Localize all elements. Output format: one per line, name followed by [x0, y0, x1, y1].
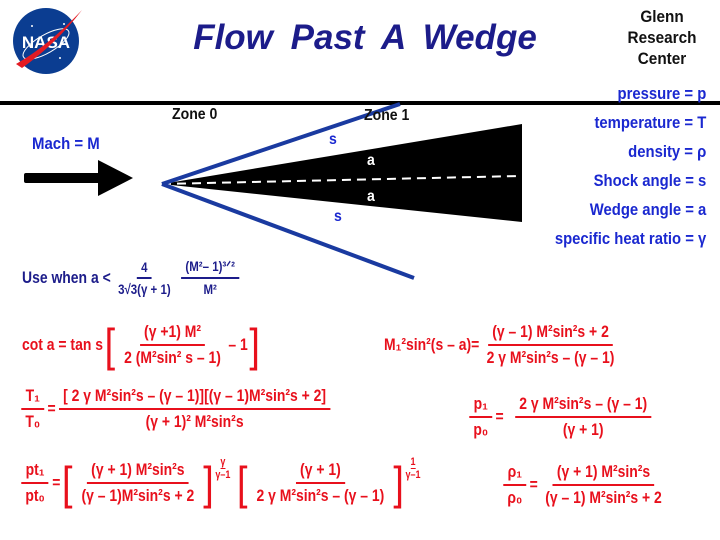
numerator: 4	[137, 259, 152, 279]
numerator: 1	[410, 456, 416, 469]
denominator: 3√3(γ + 1)	[118, 280, 171, 297]
denominator: p₀	[473, 420, 489, 439]
numerator: pt₁	[21, 460, 49, 484]
denominator: 2 γ M²sin²s – (γ – 1)	[486, 348, 615, 367]
numerator: (γ +1) M²	[139, 322, 206, 346]
org-line: Center	[637, 49, 687, 68]
formula-downstream-mach: M₁²sin²(s – a)= (γ – 1) M²sin²s + 2 2 γ M…	[384, 322, 622, 368]
flow-arrow-icon	[24, 160, 133, 196]
lhs: M₁²sin²(s – a)=	[384, 335, 480, 354]
bracket: ]	[393, 457, 404, 509]
formula-wedge-angle: cot a = tan s [ (γ +1) M² 2 (M²sin² s – 1…	[22, 322, 261, 368]
fraction: 2 γ M²sin²s – (γ – 1) (γ + 1)	[515, 394, 652, 440]
zone-1-label: Zone 1	[364, 107, 410, 124]
upper-shock-angle-label: s	[329, 131, 337, 148]
bracket: [	[104, 319, 116, 371]
bracket: [	[236, 457, 248, 509]
numerator: (γ + 1) M²sin²s	[87, 460, 189, 484]
org-line: Research	[627, 28, 697, 47]
denominator: (γ – 1)M²sin²s + 2	[81, 486, 195, 505]
variable-wedge-angle: Wedge angle = a	[589, 201, 706, 219]
lower-wedge-angle-label: a	[367, 188, 375, 205]
numerator: [ 2 γ M²sin²s – (γ – 1)][(γ – 1)M²sin²s …	[58, 386, 331, 410]
denominator: (γ – 1) M²sin²s + 2	[545, 488, 662, 507]
formula-density-ratio: ρ₁ ρ₀ = (γ + 1) M²sin²s (γ – 1) M²sin²s + …	[500, 462, 669, 508]
fraction: (γ – 1) M²sin²s + 2 2 γ M²sin²s – (γ – 1)	[483, 322, 619, 368]
fraction: (γ + 1) M²sin²s (γ – 1)M²sin²s + 2	[77, 460, 198, 506]
numerator: (γ + 1) M²sin²s	[552, 462, 655, 486]
lower-shock-line	[161, 182, 415, 280]
organization-name: Glenn Research Center	[617, 6, 707, 69]
wedge-diagram	[24, 102, 522, 280]
numerator: 2 γ M²sin²s – (γ – 1)	[515, 394, 652, 418]
lhs-fraction: p₁ p₀	[469, 394, 493, 440]
formula-temperature-ratio: T₁ T₀ = [ 2 γ M²sin²s – (γ – 1)][(γ – 1)M…	[18, 386, 333, 432]
numerator: (M²– 1)³ᐟ²	[181, 258, 240, 279]
variable-specific-heat-ratio: specific heat ratio = γ	[554, 230, 706, 248]
denominator: γ–1	[215, 469, 231, 481]
lhs-fraction: ρ₁ ρ₀	[503, 462, 527, 508]
denominator: M²	[203, 281, 217, 297]
denominator: T₀	[25, 412, 41, 431]
numerator: p₁	[469, 394, 493, 418]
fraction: [ 2 γ M²sin²s – (γ – 1)][(γ – 1)M²sin²s …	[58, 386, 331, 432]
header-divider	[0, 101, 720, 105]
lhs-fraction: pt₁ pt₀	[21, 460, 49, 506]
fraction: (γ + 1) M²sin²s (γ – 1) M²sin²s + 2	[541, 462, 666, 508]
lhs: cot a = tan s	[22, 335, 103, 354]
fraction: (γ + 1) 2 γ M²sin²s – (γ – 1)	[252, 460, 388, 506]
wedge	[162, 124, 522, 222]
equals: =	[47, 399, 56, 418]
lower-shock-angle-label: s	[334, 208, 342, 225]
org-line: Glenn	[640, 7, 684, 26]
bracket: ]	[249, 319, 260, 371]
numerator: (γ – 1) M²sin²s + 2	[488, 322, 613, 346]
numerator: γ	[220, 456, 226, 469]
denominator: pt₀	[25, 486, 45, 505]
denominator: (γ + 1)	[562, 420, 604, 439]
svg-text:NASA: NASA	[22, 33, 70, 52]
formula-pressure-ratio: p₁ p₀ = 2 γ M²sin²s – (γ – 1) (γ + 1)	[466, 394, 654, 440]
bracket: ]	[203, 457, 214, 509]
bracket: [	[61, 457, 73, 509]
upper-wedge-angle-label: a	[367, 152, 375, 169]
denominator: (γ + 1)² M²sin²s	[145, 412, 244, 431]
condition-fraction-2: (M²– 1)³ᐟ² M²	[181, 258, 240, 297]
zone-0-label: Zone 0	[172, 106, 218, 123]
denominator: 2 γ M²sin²s – (γ – 1)	[256, 486, 385, 505]
nasa-logo: NASA	[13, 8, 82, 74]
upper-shock-line	[161, 102, 401, 186]
numerator: ρ₁	[503, 462, 527, 486]
equals: =	[529, 475, 538, 494]
denominator: ρ₀	[507, 488, 523, 507]
mach-label: Mach = M	[32, 134, 100, 153]
variable-legend: pressure = p temperature = T density = ρ…	[555, 84, 706, 258]
lhs-fraction: T₁ T₀	[21, 386, 45, 432]
denominator: γ–1	[405, 469, 421, 481]
numerator: T₁	[21, 386, 45, 410]
equals: =	[52, 473, 61, 492]
equals: =	[495, 407, 504, 426]
page-title: Flow Past A Wedge	[193, 18, 537, 57]
formula-total-pressure-ratio: pt₁ pt₀ = [ (γ + 1) M²sin²s (γ – 1)M²sin²s…	[18, 456, 421, 509]
variable-pressure: pressure = p	[617, 85, 706, 103]
denominator: 2 (M²sin² s – 1)	[124, 348, 221, 367]
variable-temperature: temperature = T	[594, 114, 706, 132]
numerator: (γ + 1)	[295, 460, 345, 484]
variable-shock-angle: Shock angle = s	[593, 172, 706, 190]
condition-prefix: Use when a <	[22, 267, 111, 287]
term: – 1	[228, 335, 248, 354]
variable-density: density = ρ	[627, 143, 706, 161]
fraction: (γ +1) M² 2 (M²sin² s – 1)	[120, 322, 225, 368]
